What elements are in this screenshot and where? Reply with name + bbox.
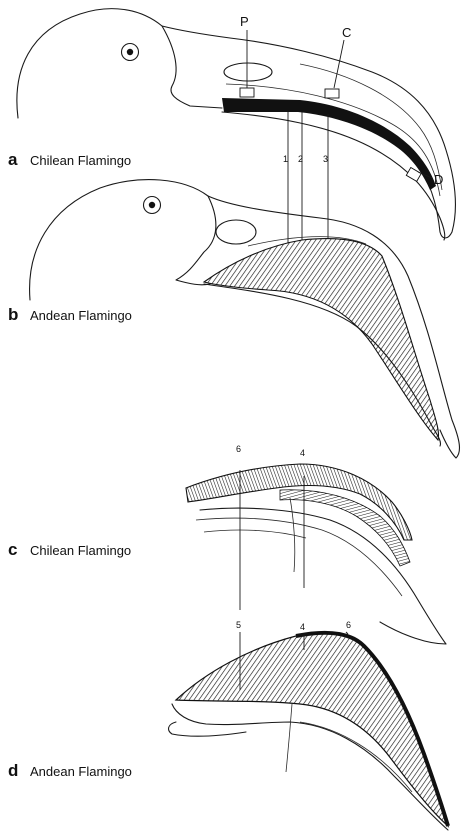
section-number-a-1: 1 (283, 154, 288, 164)
section-number-d-6: 6 (346, 620, 351, 630)
panel-a-title: Chilean Flamingo (30, 153, 131, 168)
section-number-d-4: 4 (300, 622, 305, 632)
panel-b-letter: b (8, 305, 18, 324)
panel-c-drawing (186, 464, 446, 644)
panel-c-letter: c (8, 540, 17, 559)
section-number-a-3: 3 (323, 154, 328, 164)
panel-d-title: Andean Flamingo (30, 764, 132, 779)
panel-a-eye-pupil (127, 49, 133, 55)
panel-b-title: Andean Flamingo (30, 308, 132, 323)
section-number-c-4: 4 (300, 448, 305, 458)
panel-d-lamellae (176, 633, 448, 826)
panel-b-eye-pupil (149, 202, 155, 208)
section-number-a-2: 2 (298, 154, 303, 164)
panel-a-nostril (224, 63, 272, 81)
callout-d: D (434, 172, 443, 187)
panel-d-letter: d (8, 761, 18, 780)
panel-a-face (162, 26, 222, 108)
panel-c-title: Chilean Flamingo (30, 543, 131, 558)
panel-a-letter: a (8, 150, 18, 169)
callout-p: P (240, 14, 249, 29)
callout-c: C (342, 25, 351, 40)
panel-a-drawing (17, 9, 455, 252)
panel-a-lamellae-band (222, 98, 436, 190)
panel-b-lamellae (204, 239, 439, 440)
panel-b-nostril (216, 220, 256, 244)
panel-b-face (176, 196, 216, 285)
panel-d-drawing (169, 632, 448, 830)
section-number-c-6: 6 (236, 444, 241, 454)
panel-a-head-outline (17, 9, 455, 238)
section-number-d-5: 5 (236, 620, 241, 630)
